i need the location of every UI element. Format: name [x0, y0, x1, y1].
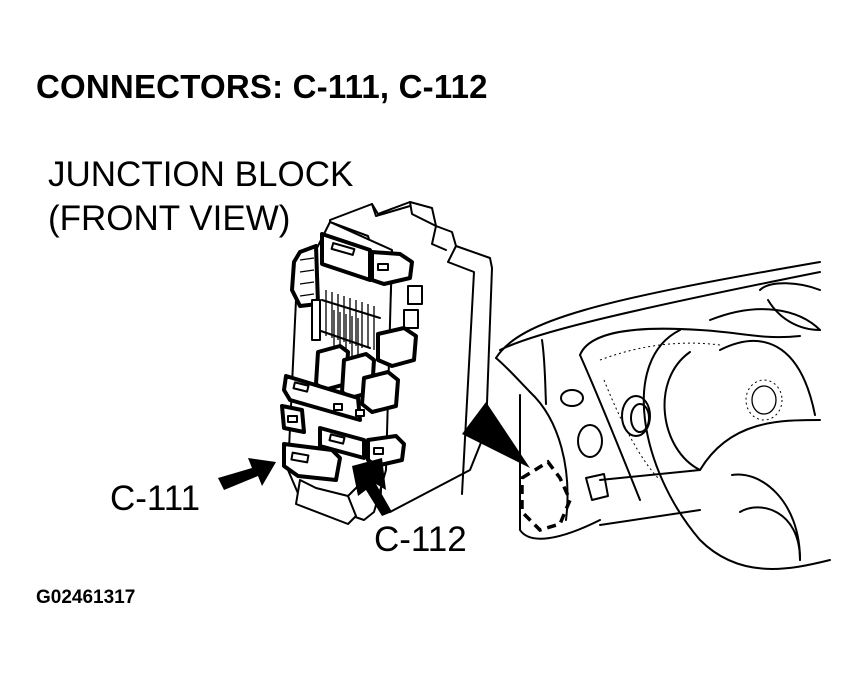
- locator-pointer-icon: [462, 402, 530, 468]
- junction-block-label: JUNCTION BLOCK: [48, 155, 354, 194]
- diagram-title: CONNECTORS: C-111, C-112: [36, 68, 488, 105]
- view-label: (FRONT VIEW): [48, 199, 291, 238]
- junction-block-illustration: [280, 201, 493, 525]
- dashboard-illustration: [495, 261, 831, 570]
- callout-c111-label: C-111: [110, 479, 201, 518]
- callout-c112-label: C-112: [374, 520, 467, 559]
- junction-block-location-indicator: [520, 459, 572, 532]
- fuse-grid: [311, 285, 423, 360]
- c112-arrow-icon: [352, 458, 392, 516]
- c111-arrow-icon: [218, 458, 276, 490]
- figure-id: G02461317: [36, 587, 136, 608]
